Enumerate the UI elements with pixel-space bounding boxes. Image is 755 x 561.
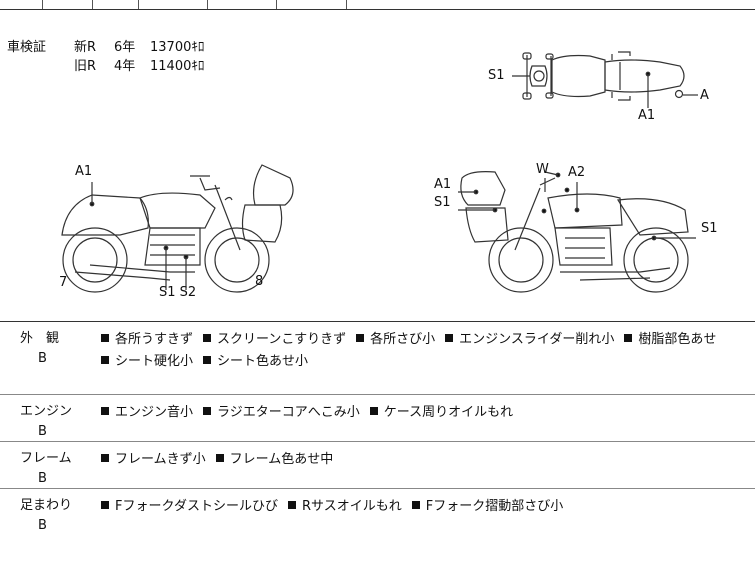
condition-item: Rサスオイルもれ	[287, 499, 402, 514]
condition-line: フレームきず小フレーム色あせ中	[101, 449, 751, 471]
inspection-new-years: 6年	[114, 40, 136, 55]
condition-row-exterior: 外 観 B 各所うすきずスクリーンこすりきず各所さび小エンジンスライダー削れ小樹…	[0, 322, 755, 395]
motorcycle-left-view-icon	[61, 164, 294, 293]
condition-item: エンジンスライダー削れ小	[445, 332, 614, 347]
square-bullet-icon	[203, 334, 212, 342]
condition-row-frame: フレーム B フレームきず小フレーム色あせ中	[0, 442, 755, 489]
condition-line: エンジン音小ラジエターコアへこみ小ケース周りオイルもれ	[101, 402, 751, 424]
condition-line: 各所うすきずスクリーンこすりきず各所さび小エンジンスライダー削れ小樹脂部色あせ	[101, 329, 751, 351]
header-divider	[138, 0, 139, 9]
square-bullet-icon	[287, 501, 296, 509]
condition-item: 樹脂部色あせ	[624, 332, 716, 347]
inspection-new-price: 13700ｷﾛ	[150, 40, 205, 55]
condition-items: 各所うすきずスクリーンこすりきず各所さび小エンジンスライダー削れ小樹脂部色あせ …	[101, 329, 751, 373]
callout-right-s1: S1	[434, 195, 451, 210]
category-grade: B	[38, 471, 47, 486]
condition-category: エンジン B	[20, 402, 72, 442]
inspection-old-type: 旧R	[74, 59, 97, 74]
condition-item: シート硬化小	[101, 354, 193, 369]
square-bullet-icon	[215, 454, 224, 462]
inspection-label: 車検証	[7, 40, 47, 55]
condition-item: シート色あせ小	[203, 354, 308, 369]
condition-line: シート硬化小シート色あせ小	[101, 351, 751, 373]
callout-right-a2: A2	[568, 165, 586, 180]
condition-row-engine: エンジン B エンジン音小ラジエターコアへこみ小ケース周りオイルもれ	[0, 395, 755, 442]
condition-items: エンジン音小ラジエターコアへこみ小ケース周りオイルもれ	[101, 402, 751, 424]
damage-diagram-area: 車検証 新R 6年 13700ｷﾛ 旧R 4年 11400ｷﾛ	[0, 10, 755, 322]
category-label: 外 観	[20, 331, 60, 346]
condition-category: フレーム B	[20, 449, 72, 489]
callout-left-a1: A1	[75, 164, 93, 179]
condition-item: Fフォーク摺動部さび小	[411, 499, 563, 514]
condition-item: 各所うすきず	[101, 332, 193, 347]
condition-item: スクリーンこすりきず	[203, 332, 346, 347]
square-bullet-icon	[411, 501, 420, 509]
inspection-old-years: 4年	[114, 59, 136, 74]
condition-item: ラジエターコアへこみ小	[203, 405, 360, 420]
callout-top-s1: S1	[488, 68, 505, 83]
condition-category: 足まわり B	[20, 496, 72, 536]
square-bullet-icon	[101, 334, 109, 342]
motorcycle-top-view-icon	[512, 51, 698, 108]
category-label: 足まわり	[20, 498, 73, 513]
condition-item: Fフォークダストシールひび	[101, 499, 278, 514]
condition-category: 外 観 B	[20, 329, 59, 369]
category-label: フレーム	[20, 451, 72, 466]
inspection-old-price: 11400ｷﾛ	[150, 59, 205, 74]
square-bullet-icon	[101, 454, 109, 462]
condition-line: Fフォークダストシールひび Rサスオイルもれ Fフォーク摺動部さび小	[101, 496, 751, 518]
condition-item: エンジン音小	[101, 405, 193, 420]
motorcycle-right-view-icon	[458, 171, 696, 293]
square-bullet-icon	[203, 356, 212, 364]
callout-right-s1b: S1	[701, 221, 718, 236]
condition-item: フレームきず小	[101, 452, 206, 467]
square-bullet-icon	[101, 501, 109, 509]
condition-items: Fフォークダストシールひび Rサスオイルもれ Fフォーク摺動部さび小	[101, 496, 751, 518]
category-grade: B	[38, 424, 47, 439]
inspection-new-type: 新R	[74, 40, 97, 55]
square-bullet-icon	[624, 334, 633, 342]
inspection-new: 新R 6年 13700ｷﾛ	[74, 38, 204, 57]
condition-item: 各所さび小	[356, 332, 435, 347]
callout-top-a1: A1	[638, 108, 656, 123]
category-grade: B	[38, 351, 47, 366]
condition-row-suspension: 足まわり B Fフォークダストシールひび Rサスオイルもれ Fフォーク摺動部さび小	[0, 489, 755, 561]
square-bullet-icon	[101, 407, 109, 415]
callout-left-8: 8	[255, 274, 264, 289]
category-label: エンジン	[20, 404, 73, 419]
square-bullet-icon	[203, 407, 212, 415]
callout-left-s1s2: S1 S2	[159, 285, 197, 300]
square-bullet-icon	[356, 334, 365, 342]
square-bullet-icon	[369, 407, 378, 415]
condition-items: フレームきず小フレーム色あせ中	[101, 449, 751, 471]
callout-top-a: A	[700, 88, 709, 103]
header-strip	[0, 0, 755, 10]
header-divider	[207, 0, 208, 9]
inspection-old: 旧R 4年 11400ｷﾛ	[74, 57, 204, 76]
header-divider	[42, 0, 43, 9]
callout-left-7: 7	[59, 275, 68, 290]
category-grade: B	[38, 518, 47, 533]
header-divider	[276, 0, 277, 9]
square-bullet-icon	[445, 334, 454, 342]
condition-item: フレーム色あせ中	[215, 452, 333, 467]
condition-item: ケース周りオイルもれ	[369, 405, 513, 420]
callout-right-w: W	[536, 162, 549, 177]
header-divider	[92, 0, 93, 9]
callout-right-a1: A1	[434, 177, 452, 192]
square-bullet-icon	[101, 356, 109, 364]
header-divider	[346, 0, 347, 9]
motorcycle-diagrams	[61, 51, 698, 293]
